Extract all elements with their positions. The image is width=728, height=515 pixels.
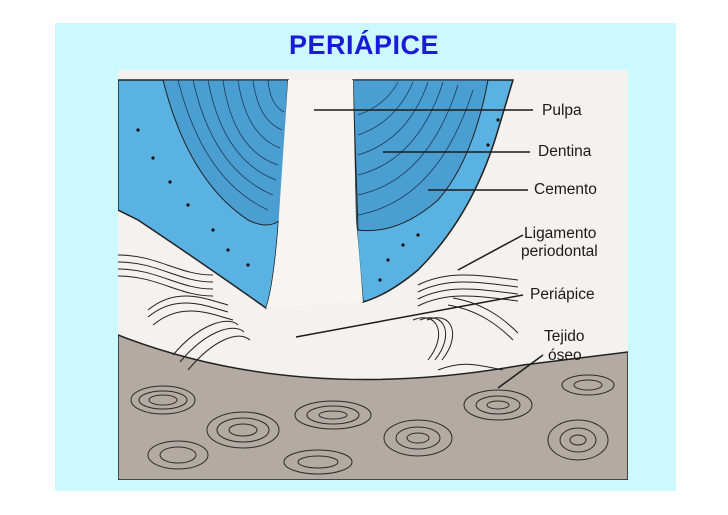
label-ligamento-line1: Ligamento <box>524 225 597 242</box>
anatomy-drawing <box>118 79 628 480</box>
label-cemento: Cemento <box>534 181 597 198</box>
periodontal-ligament-left <box>118 254 251 371</box>
bone-tissue <box>118 334 628 480</box>
leader-periapice <box>295 294 524 338</box>
label-periapice: Periápice <box>530 286 595 303</box>
root-right-dentin <box>352 79 489 232</box>
leader-tejido <box>497 354 544 389</box>
dentin-lines-right <box>357 81 474 216</box>
slide-title: PERIÁPICE <box>288 30 440 60</box>
label-dentina: Dentina <box>538 143 592 160</box>
periapex-illustration: Pulpa Dentina Cemento Ligamento periodon… <box>118 70 628 480</box>
periodontal-ligament-right <box>412 274 519 371</box>
label-tejido-line2: óseo <box>548 347 582 364</box>
root-left-dentin <box>162 79 289 226</box>
label-ligamento-line2: periodontal <box>521 243 598 260</box>
pulp <box>266 80 363 308</box>
label-tejido-line1: Tejido <box>544 328 585 345</box>
label-pulpa: Pulpa <box>542 102 582 119</box>
leader-lines <box>295 109 544 389</box>
cementum-stipple <box>136 118 500 282</box>
bone-pattern <box>130 374 615 475</box>
dentin-lines-left <box>177 79 285 211</box>
leader-ligamento <box>457 234 524 271</box>
